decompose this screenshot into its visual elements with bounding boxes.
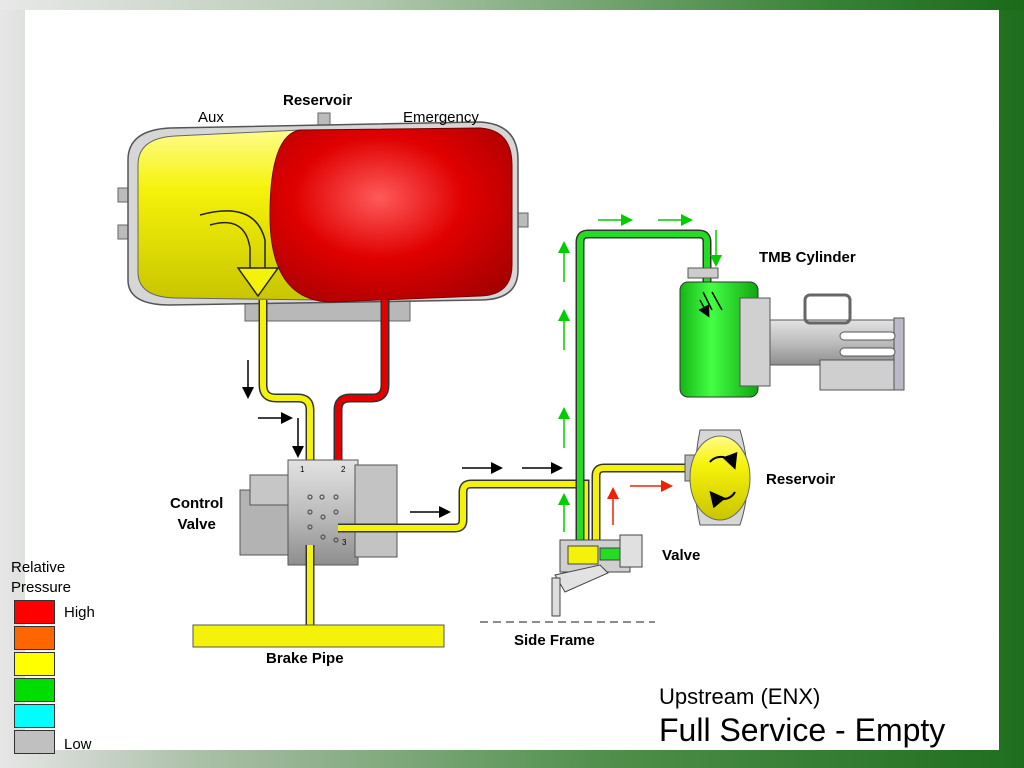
emergency-label: Emergency xyxy=(403,109,479,126)
reservoir-right-label: Reservoir xyxy=(766,471,836,488)
legend-swatch xyxy=(14,704,55,728)
aux-label: Aux xyxy=(198,109,224,126)
reservoir-top-label: Reservoir xyxy=(283,92,353,109)
brake-pipe xyxy=(192,624,445,648)
port-1-label: 1 xyxy=(300,465,305,474)
emergency-pipe xyxy=(333,300,390,478)
port-3-label: 3 xyxy=(342,538,347,547)
legend-swatch xyxy=(14,730,55,754)
port-2-label: 2 xyxy=(341,465,346,474)
legend-swatch xyxy=(14,600,55,624)
slide-subtitle: Upstream (ENX) xyxy=(659,684,821,709)
flow-arrows-black xyxy=(242,360,563,518)
side-frame-label: Side Frame xyxy=(514,632,595,649)
aux-pipe xyxy=(258,300,315,478)
slide-top-border xyxy=(0,0,1024,10)
legend-swatch xyxy=(14,652,55,676)
slide-title: Full Service - Empty xyxy=(659,712,946,748)
small-reservoir xyxy=(684,429,751,526)
tmb-cylinder xyxy=(679,267,905,398)
cylinder-feed-pipe xyxy=(338,481,588,540)
valve-label: Valve xyxy=(662,547,701,564)
legend-swatch xyxy=(14,626,55,650)
flow-arrows-green xyxy=(558,214,722,532)
cylinder-pipe xyxy=(577,231,710,540)
control-valve xyxy=(239,459,398,566)
tmb-cylinder-label: TMB Cylinder xyxy=(759,249,856,266)
legend-low-label: Low xyxy=(64,736,92,753)
empty-load-valve xyxy=(551,534,643,617)
main-reservoir xyxy=(117,112,529,322)
control-valve-label: Control Valve xyxy=(170,495,224,533)
brake-pipe-label: Brake Pipe xyxy=(266,650,344,667)
legend-title-line1: Relative xyxy=(11,559,66,576)
legend-title: Relative Pressure xyxy=(11,558,71,598)
legend-title-line2: Pressure xyxy=(11,579,72,596)
flow-arrows-red xyxy=(607,480,673,525)
small-reservoir-pipe xyxy=(593,465,690,540)
legend-high-label: High xyxy=(64,604,95,621)
legend-swatch xyxy=(14,678,55,702)
